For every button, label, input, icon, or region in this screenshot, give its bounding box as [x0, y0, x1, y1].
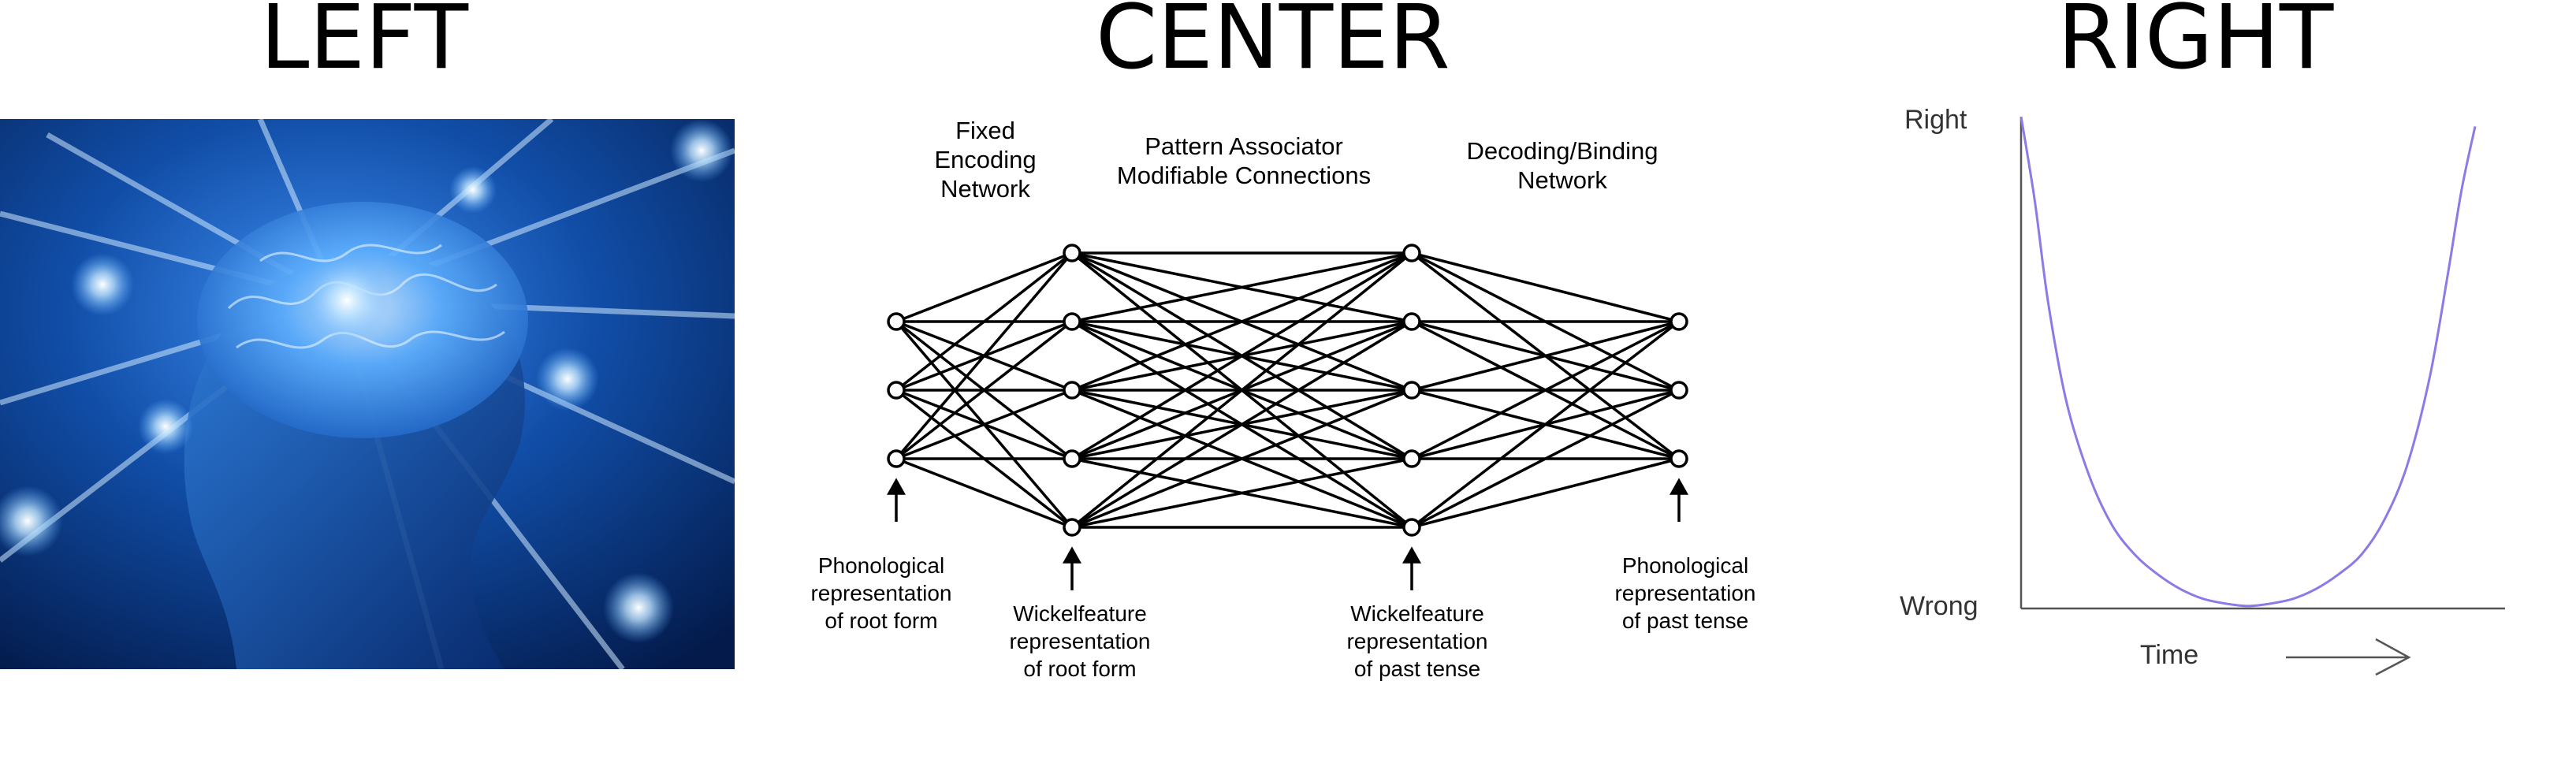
node-input-phonological-2 — [887, 449, 906, 468]
label-output-phonological-line3: of past tense — [1622, 608, 1748, 633]
right-wrong-time-chart: Right Wrong Time — [1900, 105, 2505, 676]
node-wickelfeature-past-0 — [1402, 244, 1421, 262]
connection-wickelfeature-root-4-to-3 — [1071, 457, 1413, 529]
connection-input-phonological-2-to-4 — [895, 457, 1073, 529]
label-output-phonological-line2: representation — [1614, 581, 1755, 605]
connection-wickelfeature-past-4-to-0 — [1410, 320, 1681, 529]
connection-wickelfeature-past-4-to-1 — [1411, 389, 1680, 529]
node-wickelfeature-past-3 — [1402, 449, 1421, 468]
connection-lines — [895, 251, 1681, 529]
node-wickelfeature-past-4 — [1402, 518, 1421, 537]
node-wickelfeature-past-2 — [1402, 381, 1421, 400]
label-wickelfeature-past-line1: Wickelfeature — [1350, 601, 1484, 626]
connection-wickelfeature-past-3-to-0 — [1411, 320, 1680, 460]
label-output-phonological-line1: Phonological — [1622, 553, 1748, 578]
heading-fixed-encoding-line1: Fixed — [955, 117, 1015, 144]
node-output-phonological-1 — [1670, 381, 1688, 400]
node-input-phonological-0 — [887, 312, 906, 331]
node-wickelfeature-root-4 — [1063, 518, 1081, 537]
connection-wickelfeature-root-4-to-1 — [1071, 320, 1413, 529]
x-axis-label: Time — [2140, 640, 2198, 670]
node-wickelfeature-root-2 — [1063, 381, 1081, 400]
heading-pattern-associator-line2: Modifiable Connections — [1117, 162, 1371, 189]
brain-head-illustration — [0, 119, 735, 669]
label-wickelfeature-root-line3: of root form — [1023, 657, 1136, 681]
arrow-up-icon-wickelfeature-past — [1402, 546, 1421, 564]
label-wickelfeature-root-line2: representation — [1009, 629, 1150, 653]
time-arrow-icon — [2286, 638, 2411, 676]
arrow-up-icon-output-phonological — [1670, 478, 1688, 495]
connection-wickelfeature-root-4-to-0 — [1070, 251, 1413, 529]
connection-input-phonological-2-to-0 — [895, 251, 1074, 460]
connection-wickelfeature-root-2-to-0 — [1071, 251, 1413, 392]
node-wickelfeature-root-3 — [1063, 449, 1081, 468]
node-wickelfeature-past-1 — [1402, 312, 1421, 331]
network-nodes — [887, 244, 1688, 537]
heading-pattern-associator-line1: Pattern Associator — [1145, 132, 1343, 160]
panel-title-center: CENTER — [1096, 0, 1450, 89]
connection-wickelfeature-past-4-to-2 — [1411, 457, 1680, 529]
label-input-phonological-line2: representation — [810, 581, 951, 605]
heading-fixed-encoding-line3: Network — [940, 175, 1030, 203]
connection-wickelfeature-root-1-to-0 — [1071, 251, 1413, 323]
label-wickelfeature-past-line3: of past tense — [1354, 657, 1480, 681]
arrow-up-icon-wickelfeature-root — [1063, 546, 1081, 564]
node-input-phonological-1 — [887, 381, 906, 400]
network-diagram: Fixed Encoding Network Pattern Associato… — [810, 117, 1755, 681]
node-wickelfeature-root-1 — [1063, 312, 1081, 331]
panel-title-left: LEFT — [260, 0, 469, 89]
y-tick-label-right: Right — [1904, 105, 1967, 135]
connection-input-phonological-0-to-0 — [895, 251, 1073, 323]
arrow-up-icon-input-phonological — [887, 478, 906, 495]
label-input-phonological-line3: of root form — [825, 608, 937, 633]
heading-decoding-binding-line2: Network — [1517, 166, 1607, 194]
panel-title-right: RIGHT — [2057, 0, 2334, 89]
connection-input-phonological-2-to-1 — [895, 320, 1074, 460]
heading-fixed-encoding-line2: Encoding — [934, 146, 1036, 173]
node-output-phonological-0 — [1670, 312, 1688, 331]
connection-wickelfeature-root-4-to-2 — [1071, 389, 1413, 529]
connection-input-phonological-1-to-0 — [895, 251, 1074, 392]
series-line-0 — [2019, 116, 2477, 608]
y-tick-label-wrong: Wrong — [1900, 591, 1979, 621]
connection-wickelfeature-past-2-to-0 — [1411, 320, 1680, 392]
label-input-phonological-line1: Phonological — [818, 553, 944, 578]
connection-wickelfeature-past-0-to-0 — [1411, 251, 1680, 323]
series-group — [2019, 116, 2477, 608]
layer-arrows — [887, 478, 1688, 590]
label-wickelfeature-root-line1: Wickelfeature — [1013, 601, 1147, 626]
connection-input-phonological-2-to-2 — [895, 389, 1073, 460]
node-wickelfeature-root-0 — [1063, 244, 1081, 262]
heading-decoding-binding-line1: Decoding/Binding — [1466, 137, 1658, 165]
label-wickelfeature-past-line2: representation — [1346, 629, 1487, 653]
node-output-phonological-2 — [1670, 449, 1688, 468]
connection-wickelfeature-root-3-to-0 — [1071, 251, 1413, 460]
